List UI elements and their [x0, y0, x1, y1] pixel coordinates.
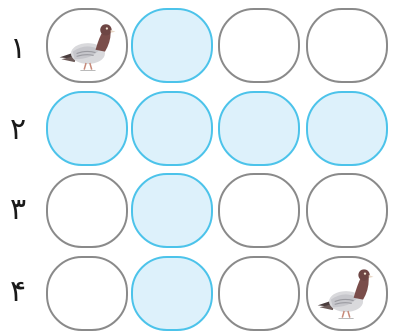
row-label-1: ۱ [4, 29, 32, 69]
cell-r2-c3[interactable] [218, 91, 300, 166]
cell-r4-c2[interactable] [131, 256, 213, 331]
cell-r2-c4[interactable] [306, 91, 388, 166]
cell-r4-c3[interactable] [218, 256, 300, 331]
cell-r2-c2[interactable] [131, 91, 213, 166]
cell-r3-c2[interactable] [131, 173, 213, 248]
row-label-2: ۲ [4, 110, 32, 150]
row-label-4: ۴ [4, 272, 32, 312]
cell-r3-c1[interactable] [46, 173, 128, 248]
row-label-3: ۳ [4, 190, 32, 230]
cell-r1-c1[interactable] [46, 8, 128, 83]
cell-r1-c3[interactable] [218, 8, 300, 83]
cell-r4-c4[interactable] [306, 256, 388, 331]
cell-r3-c3[interactable] [218, 173, 300, 248]
cell-r2-c1[interactable] [46, 91, 128, 166]
pigeon-icon [48, 10, 126, 81]
cell-r1-c4[interactable] [306, 8, 388, 83]
pigeon-icon [308, 258, 386, 329]
cell-r4-c1[interactable] [46, 256, 128, 331]
cell-r1-c2[interactable] [131, 8, 213, 83]
cell-r3-c4[interactable] [306, 173, 388, 248]
